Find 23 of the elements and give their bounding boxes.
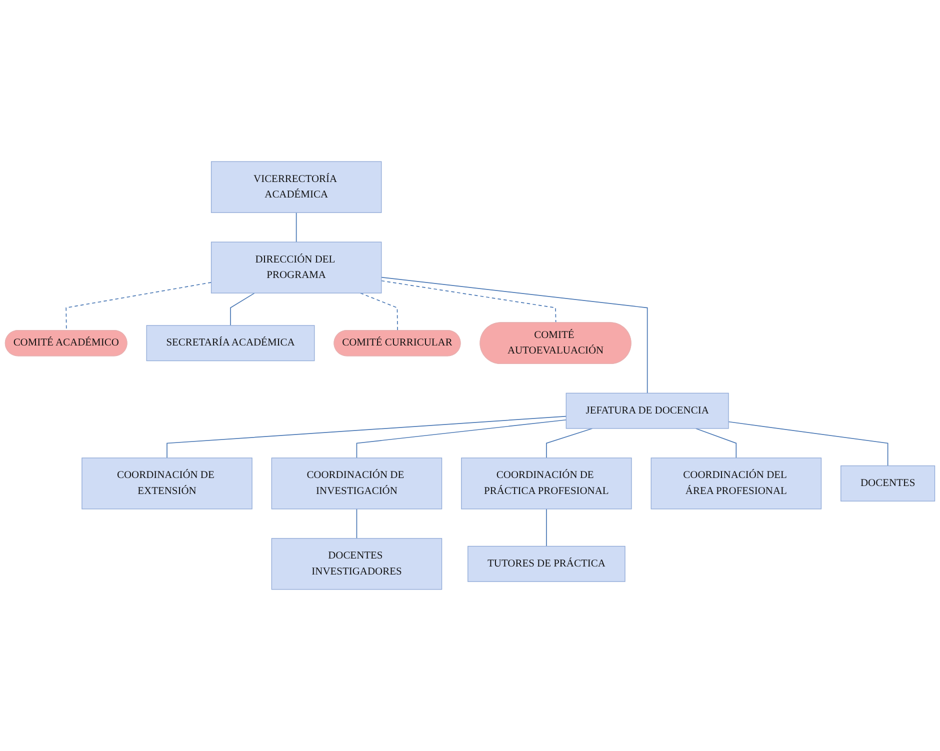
connector xyxy=(360,292,398,332)
connector xyxy=(380,276,648,394)
connector xyxy=(166,416,567,458)
node-box: SECRETARÍA ACADÉMICA xyxy=(146,325,315,362)
node-box: JEFATURA DE DOCENCIA xyxy=(566,392,729,429)
connector xyxy=(546,508,547,547)
connector xyxy=(356,508,358,539)
connector xyxy=(728,421,888,466)
node-box: COORDINACIÓN DE PRÁCTICA PROFESIONAL xyxy=(461,458,632,510)
node-box: VICERRECTORÍA ACADÉMICA xyxy=(210,161,382,213)
connector xyxy=(66,282,212,332)
node-box: DOCENTES xyxy=(840,465,936,502)
connector xyxy=(296,212,297,242)
node-box: COORDINACIÓN DEL ÁREA PROFESIONAL xyxy=(650,458,822,510)
node-box: DOCENTES INVESTIGADORES xyxy=(271,538,442,590)
node-box: COORDINACIÓN DE EXTENSIÓN xyxy=(82,458,252,510)
connector xyxy=(546,428,593,458)
connector xyxy=(380,280,556,324)
node-box: COORDINACIÓN DE INVESTIGACIÓN xyxy=(271,458,442,510)
node-box: DIRECCIÓN DEL PROGRAMA xyxy=(210,242,382,294)
connector xyxy=(356,419,567,458)
connector xyxy=(695,428,737,458)
node-box: TUTORES DE PRÁCTICA xyxy=(468,546,626,582)
